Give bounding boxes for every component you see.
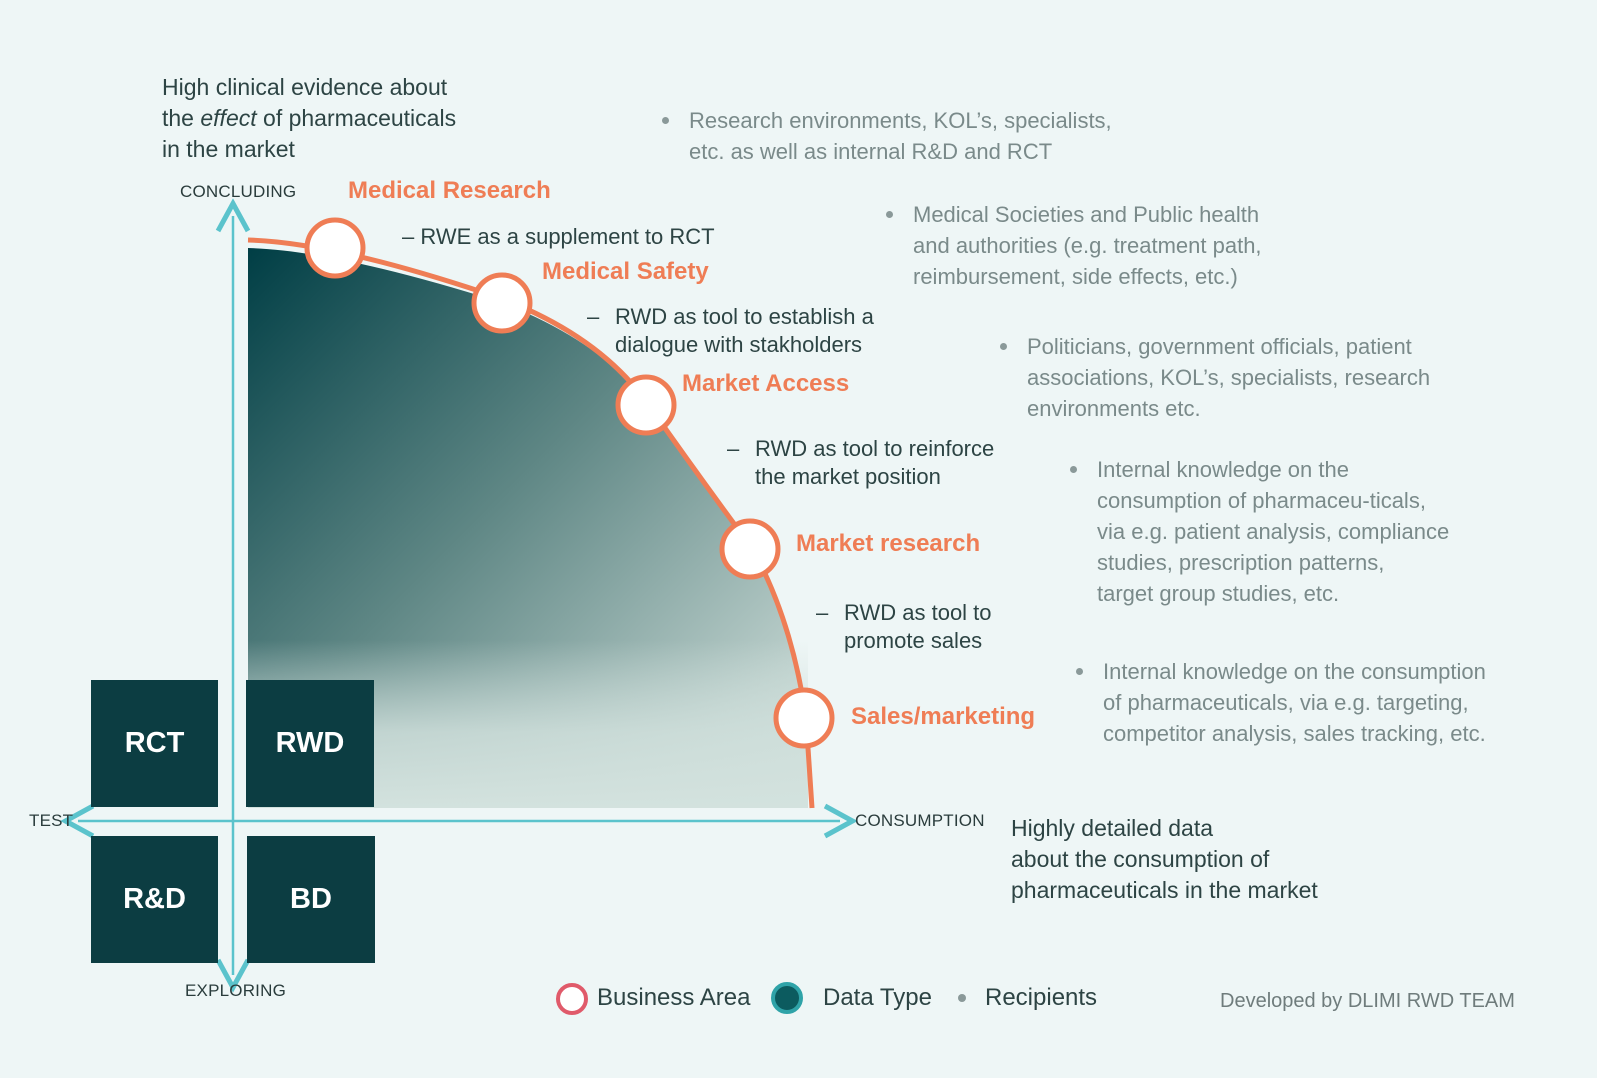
- intro-line-1: High clinical evidence about: [162, 74, 448, 100]
- business-area-marker-sales-marketing: [773, 687, 835, 749]
- recipient-item-market-research: Internal knowledge on the consumption of…: [1070, 454, 1449, 609]
- bullet-icon: [662, 117, 669, 124]
- recipient-line: and authorities (e.g. treatment path,: [913, 233, 1262, 258]
- business-area-title-market-access: Market Access: [682, 370, 850, 397]
- bullet-icon: [1076, 668, 1083, 675]
- desc-line: RWD as tool to: [844, 600, 992, 625]
- recipient-item-medical-research: Research environments, KOL’s, specialist…: [662, 105, 1112, 167]
- business-area-desc-market-research: –RWD as tool to promote sales: [816, 599, 992, 655]
- business-area-title-market-research: Market research: [796, 530, 981, 557]
- desc-line: RWD as tool to reinforce: [755, 436, 995, 461]
- business-area-desc-medical-safety: –RWD as tool to establish a dialogue wit…: [587, 303, 874, 359]
- data-type-tile-rct: RCT: [91, 680, 218, 807]
- recipient-line: consumption of pharmaceu-ticals,: [1097, 488, 1426, 513]
- data-type-tile-rd: R&D: [91, 836, 218, 963]
- recipient-item-medical-safety: Medical Societies and Public health and …: [886, 199, 1262, 292]
- legend-label-business-area: Business Area: [597, 984, 751, 1011]
- recipient-item-market-access: Politicians, government officials, patie…: [1000, 331, 1430, 424]
- recipient-line: target group studies, etc.: [1097, 581, 1340, 606]
- recipients-legend-icon: [958, 994, 966, 1002]
- intro-line-2: the effect of pharmaceuticals: [162, 103, 502, 134]
- business-area-title-medical-safety: Medical Safety: [542, 258, 709, 285]
- legend-label-recipients: Recipients: [985, 984, 1098, 1011]
- axis-label-test: TEST: [29, 811, 74, 830]
- recipient-line: competitor analysis, sales tracking, etc…: [1103, 721, 1486, 746]
- business-area-title-sales-marketing: Sales/marketing: [851, 703, 1036, 730]
- recipient-line: Research environments, KOL’s, specialist…: [689, 108, 1112, 133]
- bullet-icon: [886, 211, 893, 218]
- axis-label-concluding: CONCLUDING: [180, 182, 297, 201]
- business-area-desc-medical-research: – RWE as a supplement to RCT: [402, 224, 715, 249]
- dash-glyph: –: [727, 436, 740, 461]
- data-type-tile-rwd: RWD: [246, 680, 374, 807]
- recipient-line: associations, KOL’s, specialists, resear…: [1027, 365, 1431, 390]
- recipient-item-sales-marketing: Internal knowledge on the consumption of…: [1076, 656, 1486, 749]
- intro-line-2-pre: the: [162, 105, 201, 131]
- data-type-legend-icon: [771, 982, 803, 1014]
- legend-label-data-type: Data Type: [823, 984, 932, 1011]
- business-area-marker-medical-research: [304, 217, 366, 279]
- business-area-marker-market-research: [719, 518, 781, 580]
- business-area-desc-market-access: –RWD as tool to reinforce the market pos…: [727, 435, 994, 491]
- credit-text: Developed by DLIMI RWD TEAM: [1220, 990, 1515, 1012]
- recipient-line: Politicians, government officials, patie…: [1027, 334, 1412, 359]
- business-area-legend-icon: [556, 983, 588, 1015]
- desc-line: dialogue with stakholders: [615, 332, 863, 357]
- intro-line-3: in the market: [162, 136, 295, 162]
- bullet-icon: [1000, 343, 1007, 350]
- recipient-line: Internal knowledge on the: [1097, 457, 1349, 482]
- intro-line-2-post: of pharmaceuticals: [256, 105, 457, 131]
- recipient-line: reimbursement, side effects, etc.): [913, 264, 1238, 289]
- intro-text: High clinical evidence about the effect …: [162, 72, 502, 165]
- dash-glyph: –: [587, 304, 600, 329]
- recipient-line: environments etc.: [1027, 396, 1201, 421]
- data-type-tile-bd: BD: [247, 836, 375, 963]
- consumption-note-line: Highly detailed data: [1011, 815, 1214, 841]
- desc-line: promote sales: [844, 628, 983, 653]
- recipient-line: of pharmaceuticals, via e.g. targeting,: [1103, 690, 1469, 715]
- recipient-line: etc. as well as internal R&D and RCT: [689, 139, 1053, 164]
- recipient-line: Internal knowledge on the consumption: [1103, 659, 1486, 684]
- business-area-marker-medical-safety: [471, 272, 533, 334]
- desc-line: the market position: [755, 464, 941, 489]
- axis-label-exploring: EXPLORING: [185, 981, 286, 1000]
- business-area-title-medical-research: Medical Research: [348, 177, 551, 204]
- consumption-note: Highly detailed data about the consumpti…: [1011, 813, 1318, 906]
- recipient-line: via e.g. patient analysis, compliance: [1097, 519, 1450, 544]
- bullet-icon: [1070, 466, 1077, 473]
- desc-line: RWD as tool to establish a: [615, 304, 874, 329]
- consumption-note-line: about the consumption of: [1011, 846, 1270, 872]
- axis-label-consumption: CONSUMPTION: [855, 811, 985, 830]
- recipient-line: studies, prescription patterns,: [1097, 550, 1385, 575]
- recipient-line: Medical Societies and Public health: [913, 202, 1260, 227]
- consumption-note-line: pharmaceuticals in the market: [1011, 877, 1318, 903]
- intro-line-2-emphasis: effect: [200, 105, 257, 131]
- business-area-marker-market-access: [615, 374, 677, 436]
- dash-glyph: –: [816, 600, 829, 625]
